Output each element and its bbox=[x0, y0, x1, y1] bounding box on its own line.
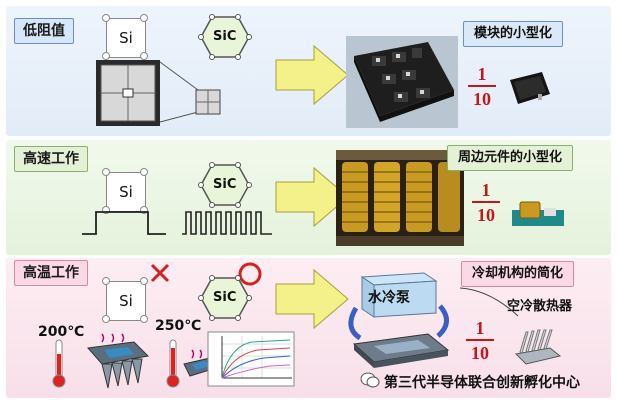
sic-hexagon-icon bbox=[198, 275, 252, 321]
row-label-low-resistance: 低阻值 bbox=[14, 18, 74, 44]
fraction-numerator: 1 bbox=[477, 64, 487, 84]
si-corner-dot bbox=[140, 14, 148, 22]
slow-square-wave bbox=[82, 211, 166, 235]
si-chip-large-icon bbox=[96, 60, 160, 126]
si-corner-dot bbox=[102, 52, 110, 60]
sic-chip-small-icon bbox=[195, 89, 221, 115]
zoom-lines bbox=[159, 61, 199, 123]
water-pump-label: 水冷泵 bbox=[368, 290, 410, 306]
result-module-miniaturization: 模块的小型化 bbox=[463, 21, 564, 47]
cross-mark-icon bbox=[150, 263, 170, 283]
fraction-numerator: 1 bbox=[475, 318, 485, 338]
reduction-fraction: 1 10 bbox=[464, 318, 496, 364]
sic-label: SiC bbox=[213, 177, 237, 192]
small-module-image bbox=[510, 72, 550, 104]
row-label-high-speed: 高速工作 bbox=[14, 146, 88, 172]
thermometer-icon bbox=[166, 339, 180, 388]
water-cooled-module-image bbox=[348, 304, 450, 368]
fraction-bar bbox=[468, 85, 496, 87]
si-heatsink-module-image bbox=[87, 333, 150, 389]
pointer-line bbox=[459, 287, 519, 317]
result-peripheral-miniaturization: 周边元件的小型化 bbox=[447, 145, 574, 171]
si-corner-dot bbox=[102, 277, 110, 285]
reduction-fraction: 1 10 bbox=[466, 64, 498, 110]
si-chip-box: Si bbox=[106, 18, 146, 58]
fraction-denominator: 10 bbox=[477, 205, 495, 225]
si-chip-box: Si bbox=[106, 172, 146, 212]
si-corner-dot bbox=[140, 315, 148, 323]
characteristic-graph-image bbox=[207, 331, 295, 387]
si-corner-dot bbox=[140, 277, 148, 285]
fraction-bar bbox=[472, 201, 500, 203]
si-corner-dot bbox=[140, 168, 148, 176]
si-corner-dot bbox=[102, 168, 110, 176]
fraction-denominator: 10 bbox=[473, 89, 491, 109]
row-label-high-temp: 高温工作 bbox=[14, 260, 88, 286]
fraction-bar bbox=[466, 339, 494, 341]
si-corner-dot bbox=[102, 315, 110, 323]
arrow-right-icon bbox=[275, 44, 349, 106]
si-corner-dot bbox=[102, 206, 110, 214]
water-pump-block-image bbox=[360, 272, 438, 318]
fraction-numerator: 1 bbox=[481, 180, 491, 200]
reduction-fraction: 1 10 bbox=[470, 180, 502, 226]
circle-mark-icon bbox=[238, 262, 262, 286]
result-cooling-simplification: 冷却机构的简化 bbox=[461, 261, 575, 287]
arrow-right-icon bbox=[275, 268, 349, 330]
sic-label: SiC bbox=[213, 29, 237, 44]
si-chip-box: Si bbox=[106, 281, 146, 321]
heatsink-icon bbox=[514, 329, 562, 365]
si-temperature-label: 200℃ bbox=[38, 324, 85, 340]
sic-hexagon-icon bbox=[198, 162, 252, 208]
small-inductor-board-image bbox=[512, 201, 564, 226]
si-corner-dot bbox=[140, 206, 148, 214]
fast-square-wave bbox=[182, 211, 272, 235]
sic-temperature-label: 250℃ bbox=[155, 318, 202, 334]
sic-hexagon-icon bbox=[198, 14, 252, 60]
power-module-image bbox=[346, 36, 458, 128]
si-corner-dot bbox=[140, 52, 148, 60]
fraction-denominator: 10 bbox=[471, 343, 489, 363]
wechat-logo-icon bbox=[360, 372, 380, 388]
inductor-coils-image bbox=[336, 150, 464, 246]
sic-label: SiC bbox=[213, 290, 237, 305]
arrow-right-icon bbox=[275, 166, 349, 228]
thermometer-icon bbox=[52, 339, 66, 388]
watermark-text: 第三代半导体联合创新孵化中心 bbox=[384, 375, 580, 391]
air-cooled-heatsink-label: 空冷散热器 bbox=[507, 299, 573, 314]
si-corner-dot bbox=[102, 14, 110, 22]
